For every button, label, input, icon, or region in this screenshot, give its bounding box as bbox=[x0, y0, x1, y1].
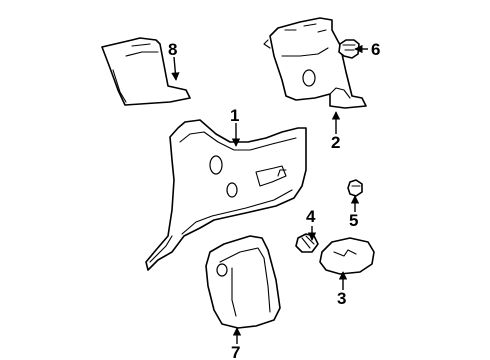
callout-6: 6 bbox=[371, 40, 380, 59]
part-4-lamp bbox=[295, 233, 319, 253]
callout-2: 2 bbox=[331, 133, 340, 152]
part-2-upper-quarter-trim bbox=[263, 17, 367, 109]
part-1-quarter-trim-panel bbox=[145, 119, 307, 271]
part-6-clip bbox=[338, 39, 360, 59]
leader-8 bbox=[171, 56, 180, 81]
part-5-clip bbox=[347, 179, 363, 197]
callout-8: 8 bbox=[168, 40, 177, 59]
callout-5: 5 bbox=[349, 211, 358, 230]
callout-3: 3 bbox=[337, 289, 346, 308]
part-8-pillar-trim bbox=[101, 37, 191, 106]
callout-7: 7 bbox=[231, 343, 240, 360]
callout-4: 4 bbox=[306, 207, 316, 226]
part-3-cover bbox=[319, 237, 375, 275]
part-7-wheelhouse-trim bbox=[205, 235, 281, 329]
callout-1: 1 bbox=[230, 106, 239, 125]
